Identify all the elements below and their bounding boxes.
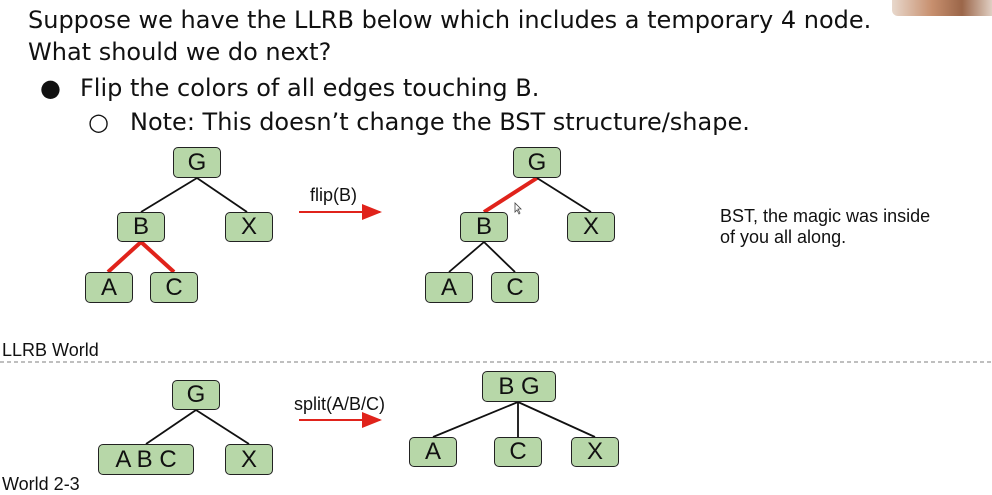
edge-b-a-black — [448, 241, 485, 273]
llrb-after-node-x: X — [567, 212, 615, 242]
edge-g-x-black — [536, 177, 592, 213]
llrb-before-node-b: B — [117, 212, 165, 242]
side-note-line-1: BST, the magic was inside — [720, 206, 931, 226]
llrb-after-node-c: C — [491, 272, 539, 303]
tree23-after-node-a: A — [409, 437, 457, 467]
tree23-after-node-x: X — [571, 437, 619, 467]
llrb-before-node-a: A — [85, 272, 133, 303]
edge-b-a-red — [106, 240, 143, 274]
edge-g-x-black — [196, 177, 248, 213]
hollow-bullet-icon: ○ — [88, 108, 109, 136]
bullet-level-2: ○ Note: This doesn’t change the BST struc… — [88, 108, 750, 136]
edge-bg-a — [432, 401, 519, 438]
llrb-after-node-g: G — [513, 147, 561, 178]
filled-bullet-icon: ● — [40, 74, 61, 102]
flip-arrow-label: flip(B) — [310, 185, 358, 205]
tree23-after-node-c: C — [494, 437, 542, 467]
llrb-before-node-c: C — [150, 272, 198, 303]
llrb-after-node-a: A — [425, 272, 473, 303]
edge-g-x — [195, 409, 250, 445]
llrb-before-node-g: G — [173, 147, 221, 178]
llrb-after-node-b: B — [460, 212, 508, 242]
side-note: BST, the magic was inside of you all alo… — [720, 206, 930, 248]
llrb-world-label: LLRB World — [2, 340, 99, 360]
tree23-before-node-g: G — [172, 380, 220, 410]
edge-b-c-black — [483, 241, 516, 273]
llrb-before-node-x: X — [225, 212, 273, 242]
bullet-text-1: Flip the colors of all edges touching B. — [80, 74, 540, 102]
edge-g-abc — [145, 409, 197, 445]
bullet-level-1: ● Flip the colors of all edges touching B… — [40, 74, 539, 102]
split-arrow-label: split(A/B/C) — [294, 394, 386, 414]
presenter-webcam-thumbnail — [892, 0, 992, 16]
heading-line-1: Suppose we have the LLRB below which inc… — [28, 6, 872, 34]
tree23-before-node-x: X — [225, 444, 273, 475]
edge-bg-x — [517, 401, 596, 438]
tree23-after-node-bg: B G — [482, 371, 556, 402]
tree23-before-node-abc: A B C — [98, 444, 194, 475]
heading-line-2: What should we do next? — [28, 38, 332, 66]
mouse-cursor-icon — [514, 202, 522, 215]
edge-b-c-red — [139, 240, 176, 274]
world-23-label: World 2-3 — [2, 474, 80, 494]
side-note-line-2: of you all along. — [720, 227, 847, 247]
edge-g-b-red — [482, 176, 539, 214]
bullet-text-2: Note: This doesn’t change the BST struct… — [130, 108, 750, 136]
edge-g-b-black — [140, 177, 198, 213]
